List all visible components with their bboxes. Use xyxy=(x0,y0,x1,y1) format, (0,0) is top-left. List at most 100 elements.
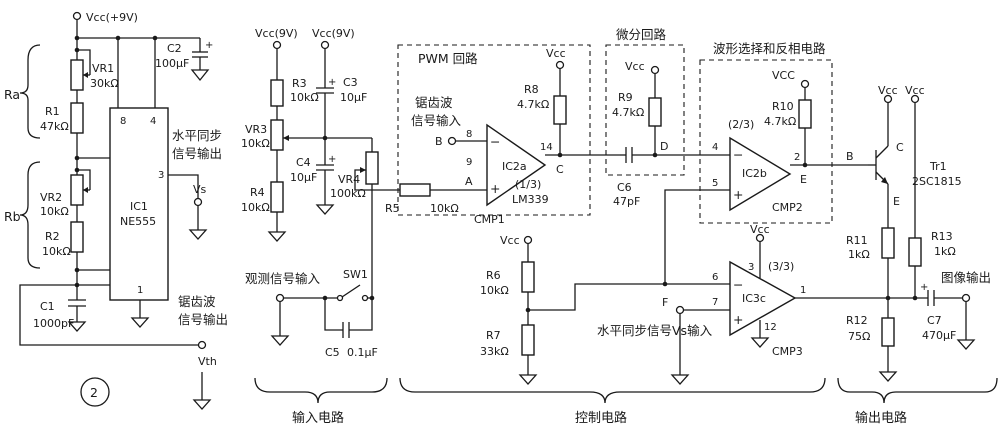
vr2-name: VR2 xyxy=(40,191,62,204)
c4-value: 10μF xyxy=(290,171,317,184)
vcc-label-ic3c: Vcc xyxy=(750,223,770,236)
vs-label: Vs xyxy=(193,183,207,196)
pin-4-label: 4 xyxy=(150,116,156,127)
section-braces: 输入电路 控制电路 输出电路 xyxy=(254,377,998,426)
transistor-e-label: E xyxy=(893,195,900,208)
svg-text:+: + xyxy=(205,40,213,51)
r12-name: R12 xyxy=(846,314,868,327)
node-f-label: F xyxy=(662,296,668,309)
vr1-potentiometer xyxy=(70,59,84,91)
ground-symbol xyxy=(315,204,335,215)
rb-label: Rb xyxy=(4,209,21,224)
c2-name: C2 xyxy=(167,42,182,55)
svg-text:−: − xyxy=(490,134,500,149)
wave-block-title: 波形选择和反相电路 xyxy=(713,41,826,56)
ne555-timer-section: Vcc(+9V) + C2 100μF VR1 30kΩ R1 47kΩ xyxy=(4,11,228,410)
section-output-label: 输出电路 xyxy=(855,410,907,426)
ground-symbol xyxy=(188,229,208,240)
ic1-part: NE555 xyxy=(120,215,156,228)
pin-1-label: 1 xyxy=(137,285,143,296)
ic3c-pin12: 12 xyxy=(764,322,777,333)
cmp3-label: CMP3 xyxy=(772,345,803,358)
ic2a-pin9: 9 xyxy=(466,157,472,168)
ic3c-pin7: 7 xyxy=(712,297,718,308)
ic1-name: IC1 xyxy=(130,200,148,213)
sw1-label: SW1 xyxy=(343,268,368,281)
diff-block-title: 微分回路 xyxy=(616,27,667,42)
input-circuit-section: Vcc(9V) Vcc(9V) R3 10kΩ VR3 10kΩ R4 10kΩ… xyxy=(241,27,487,359)
control-circuit-section: PWM 回路 锯齿波 信号输入 B 8 9 − + IC2a (1/3) LM3… xyxy=(397,27,885,385)
r4-resistor xyxy=(270,181,284,213)
vcc-label-r10: VCC xyxy=(772,69,795,82)
ic2a-unit: (1/3) xyxy=(515,178,541,191)
ic2b-pin4: 4 xyxy=(712,142,718,153)
r5-name: R5 xyxy=(385,202,400,215)
ra-label: Ra xyxy=(4,87,20,102)
r7-name: R7 xyxy=(486,329,501,342)
ic2a-pin8: 8 xyxy=(466,129,472,140)
vcc-label-r6: Vcc xyxy=(500,234,520,247)
svg-text:+: + xyxy=(328,77,336,88)
node-b-label: B xyxy=(435,135,443,148)
ground-symbol xyxy=(192,399,212,410)
node-a-label: A xyxy=(465,175,473,188)
vth-label: Vth xyxy=(198,355,217,368)
r8-value: 4.7kΩ xyxy=(517,98,549,111)
obs-input-terminal xyxy=(275,293,285,303)
c1-name: C1 xyxy=(40,300,55,313)
ground-symbol xyxy=(130,317,150,328)
r5-resistor xyxy=(399,183,431,197)
vr4-potentiometer xyxy=(365,151,379,185)
ic2b-pin5: 5 xyxy=(712,178,718,189)
svg-text:−: − xyxy=(733,277,743,292)
ic2a-part: LM339 xyxy=(512,193,549,206)
r6-value: 10kΩ xyxy=(480,284,509,297)
ground-symbol xyxy=(267,231,287,242)
saw-out-line2: 信号输出 xyxy=(178,312,228,327)
vcc-9v-c-label: Vcc(9V) xyxy=(312,27,355,40)
cmp1-label: CMP1 xyxy=(474,213,505,226)
r12-value: 75Ω xyxy=(848,330,870,343)
pwm-block-title: PWM 回路 xyxy=(418,51,478,66)
r4-value: 10kΩ xyxy=(241,201,270,214)
figure-number: 2 xyxy=(90,385,98,400)
hsync-out-line2: 信号输出 xyxy=(172,146,222,161)
ic3c-pin3: 3 xyxy=(748,262,754,273)
ic3c-pin6: 6 xyxy=(712,272,718,283)
r5-value: 10kΩ xyxy=(430,202,459,215)
svg-text:+: + xyxy=(490,181,500,196)
r7-value: 33kΩ xyxy=(480,345,509,358)
r6-resistor xyxy=(521,261,535,293)
pin-3-label: 3 xyxy=(158,170,164,181)
svg-text:+: + xyxy=(733,312,743,327)
r2-value: 10kΩ xyxy=(42,245,71,258)
c5-name: C5 xyxy=(325,346,340,359)
c2-value: 100μF xyxy=(155,57,189,70)
section-input-label: 输入电路 xyxy=(292,410,344,426)
saw-in-line1: 锯齿波 xyxy=(415,95,453,110)
r3-resistor xyxy=(270,79,284,107)
ic1-ne555 xyxy=(109,107,169,301)
ic3c-name: IC3c xyxy=(742,292,766,305)
pwm-block-outline xyxy=(397,44,591,216)
ic3c-comparator xyxy=(729,260,797,337)
image-output-label: 图像输出 xyxy=(941,270,991,285)
c6-name: C6 xyxy=(617,181,632,194)
svg-text:−: − xyxy=(733,147,743,162)
image-output-terminal xyxy=(961,293,971,303)
svg-text:+: + xyxy=(920,282,928,293)
vr1-value: 30kΩ xyxy=(90,77,119,90)
ic2a-name: IC2a xyxy=(502,160,527,173)
ic3c-unit: (3/3) xyxy=(768,260,794,273)
r9-value: 4.7kΩ xyxy=(612,106,644,119)
node-c-label: C xyxy=(556,163,564,176)
r8-resistor xyxy=(553,95,567,125)
svg-text:+: + xyxy=(328,154,336,165)
r3-name: R3 xyxy=(292,77,307,90)
saw-in-line2: 信号输入 xyxy=(411,113,462,128)
hsync-out-line1: 水平同步 xyxy=(172,128,222,143)
vr3-name: VR3 xyxy=(245,123,267,136)
r8-name: R8 xyxy=(524,83,539,96)
transistor-b-label: B xyxy=(846,150,854,163)
wave-block-outline xyxy=(699,59,833,224)
